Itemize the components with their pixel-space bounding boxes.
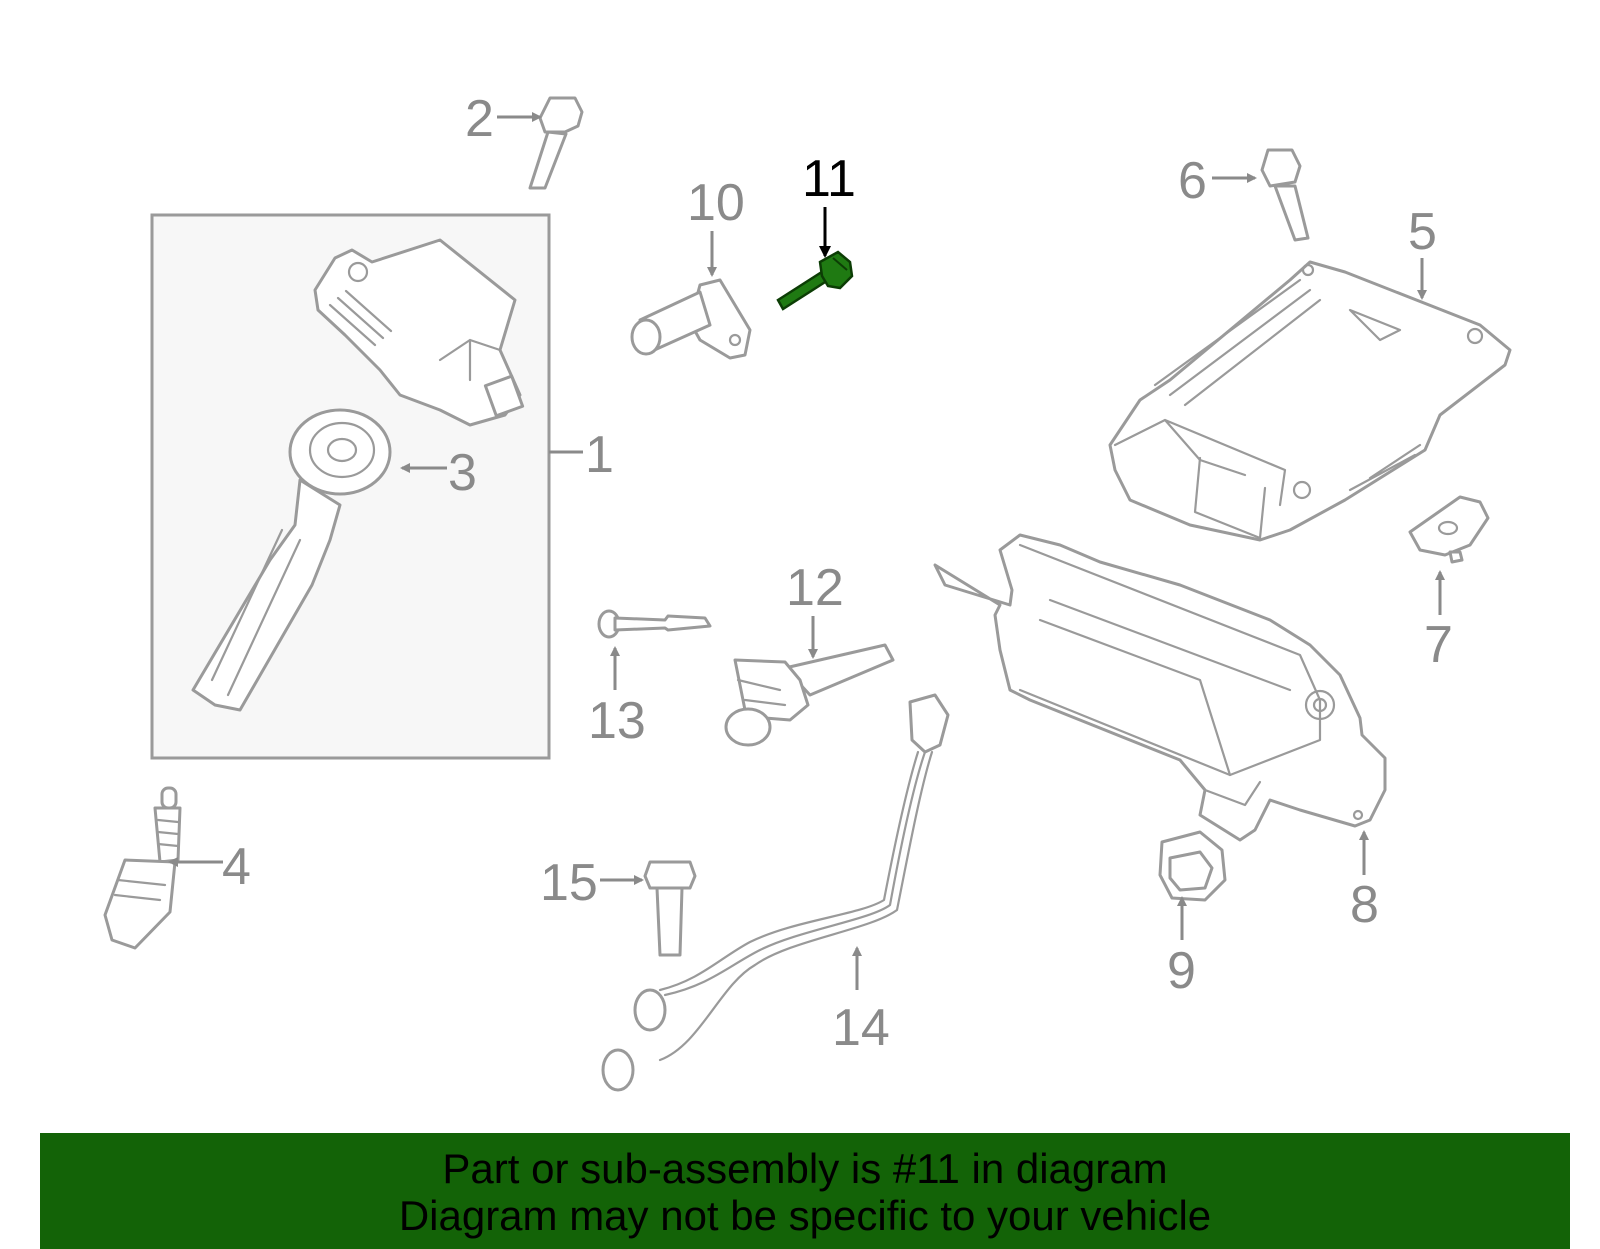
callout-4[interactable]: 4 (222, 838, 251, 896)
callout-13[interactable]: 13 (588, 692, 646, 750)
callout-7[interactable]: 7 (1424, 616, 1453, 674)
spark-plug-part[interactable] (103, 786, 182, 950)
callout-3[interactable]: 3 (448, 444, 477, 502)
callout-8[interactable]: 8 (1350, 876, 1379, 934)
harness-14-part[interactable] (601, 693, 950, 1092)
callout-6[interactable]: 6 (1178, 152, 1207, 210)
ignition-coil-part[interactable] (313, 238, 525, 427)
bolt-13-part[interactable] (597, 609, 712, 639)
callout-15[interactable]: 15 (540, 854, 598, 912)
callout-5[interactable]: 5 (1408, 203, 1437, 261)
callout-10[interactable]: 10 (687, 174, 745, 232)
callout-1[interactable]: 1 (585, 426, 614, 484)
ecu-module-5-part[interactable] (1108, 260, 1512, 542)
callout-12[interactable]: 12 (786, 559, 844, 617)
bolt-6-part[interactable] (1260, 148, 1310, 242)
nut-9-part[interactable] (1158, 830, 1227, 902)
bolt-11-highlighted-part[interactable] (776, 250, 854, 311)
callout-2[interactable]: 2 (465, 90, 494, 148)
sensor-10-part[interactable] (630, 278, 752, 360)
callout-9[interactable]: 9 (1167, 942, 1196, 1000)
sensor-12-part[interactable] (724, 643, 895, 747)
coil-boot-part[interactable] (191, 408, 392, 712)
bolt-2-part[interactable] (528, 96, 584, 190)
callout-14[interactable]: 14 (832, 999, 890, 1057)
info-banner: Part or sub-assembly is #11 in diagram D… (40, 1133, 1570, 1249)
callout-11[interactable]: 11 (802, 150, 856, 208)
clip-7-part[interactable] (1408, 495, 1490, 564)
bracket-tray-8-part[interactable] (933, 533, 1387, 842)
banner-line-disclaimer: Diagram may not be specific to your vehi… (398, 1192, 1212, 1239)
bolt-15-part[interactable] (643, 860, 697, 957)
banner-line-part-number: Part or sub-assembly is #11 in diagram (442, 1145, 1168, 1192)
